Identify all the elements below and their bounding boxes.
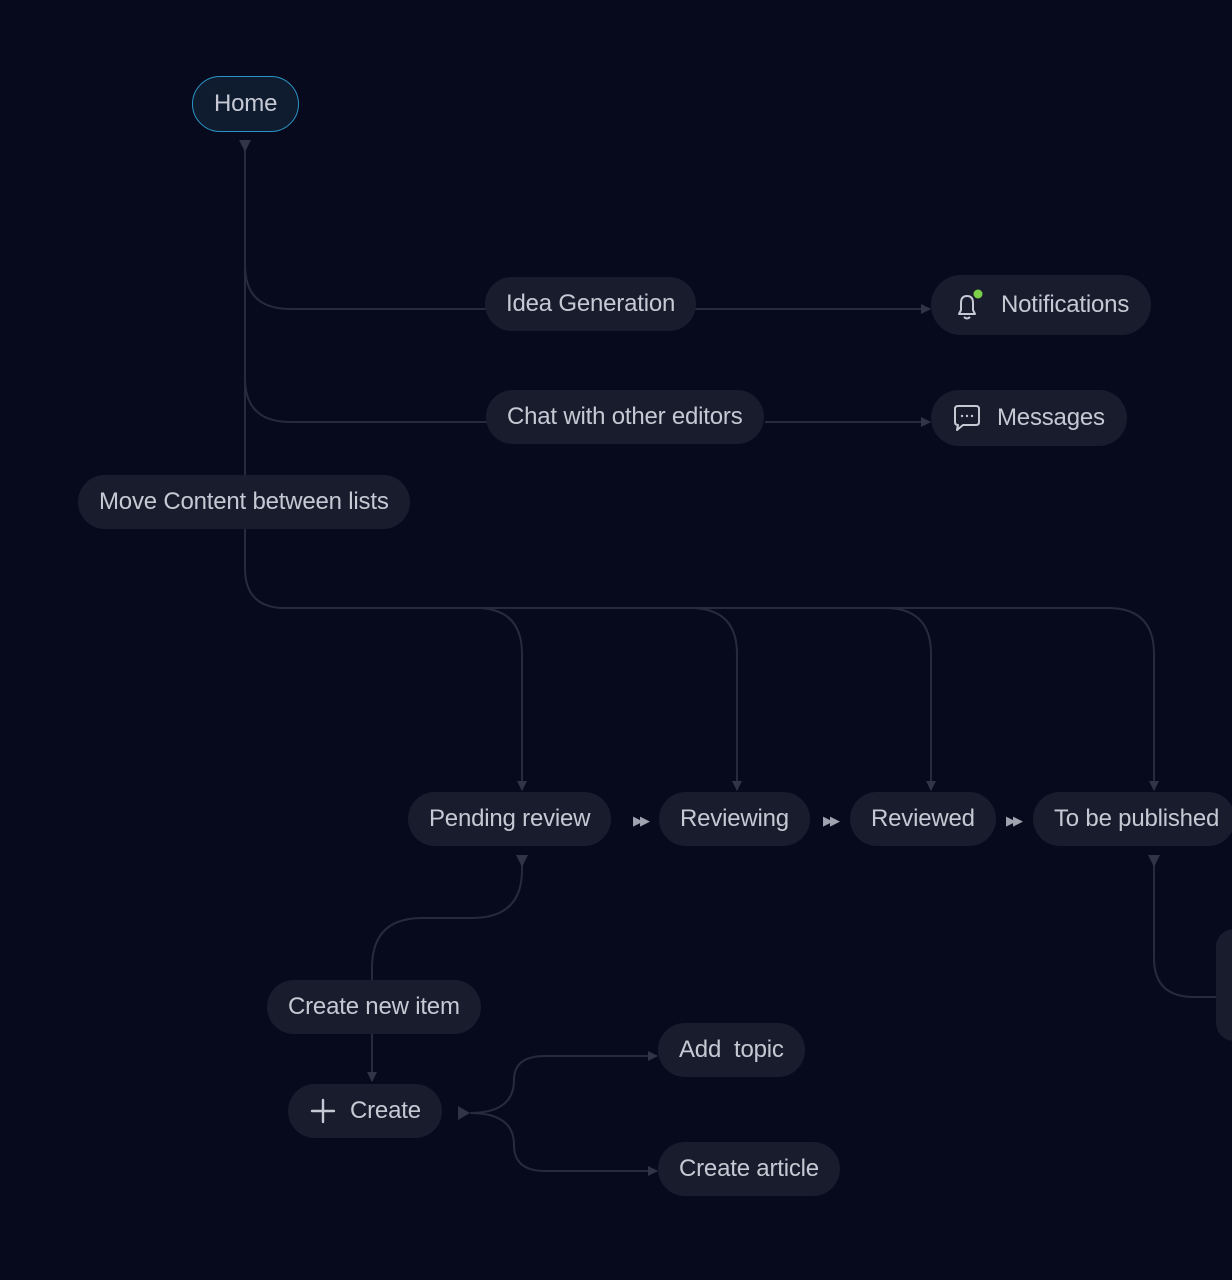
edge-move-reviewing	[689, 607, 742, 791]
edge-pending-start-arrow	[516, 855, 528, 867]
edge-create-start-arrow	[458, 1106, 470, 1120]
fast-forward-icon: ▶▶	[633, 813, 650, 828]
edge-move-reviewed	[884, 607, 936, 791]
edge-published-next	[1153, 855, 1218, 998]
move-content-label: Move Content between lists	[99, 488, 389, 515]
pending-review-label: Pending review	[429, 805, 591, 832]
idea-generation-node[interactable]: Idea Generation	[485, 277, 697, 331]
notifications-label: Notifications	[1001, 291, 1130, 318]
plus-icon	[310, 1098, 336, 1124]
create-new-item-node[interactable]: Create new item	[267, 980, 481, 1034]
move-content-node[interactable]: Move Content between lists	[78, 475, 410, 529]
edge-home-chat	[244, 377, 488, 423]
to-be-published-label: To be published	[1054, 805, 1220, 832]
edge-pending-create-item	[371, 855, 523, 980]
create-new-item-label: Create new item	[288, 993, 460, 1020]
fast-forward-icon: ▶▶	[823, 813, 840, 828]
reviewed-node[interactable]: Reviewed	[850, 792, 996, 846]
pending-review-node[interactable]: Pending review	[408, 792, 612, 846]
notifications-node[interactable]: Notifications	[931, 275, 1152, 335]
add-topic-label: Add topic	[679, 1036, 784, 1063]
create-article-node[interactable]: Create article	[658, 1142, 840, 1196]
add-topic-node[interactable]: Add topic	[658, 1023, 805, 1077]
reviewing-node[interactable]: Reviewing	[659, 792, 810, 846]
chat-bubble-icon	[951, 403, 983, 433]
create-article-label: Create article	[679, 1155, 819, 1182]
edge-move-pending	[475, 607, 527, 791]
messages-node[interactable]: Messages	[931, 390, 1127, 446]
fast-forward-icon: ▶▶	[1006, 813, 1023, 828]
chat-label: Chat with other editors	[507, 403, 743, 430]
bell-icon	[951, 288, 987, 322]
edge-move-published	[1107, 607, 1159, 791]
edge-published-start-arrow	[1148, 855, 1160, 867]
messages-label: Messages	[997, 404, 1105, 431]
reviewing-label: Reviewing	[680, 805, 789, 832]
edge-move-trunk	[244, 529, 1110, 609]
to-be-published-node[interactable]: To be published	[1033, 792, 1232, 846]
edge-home-start-arrow	[239, 140, 251, 152]
chat-node[interactable]: Chat with other editors	[486, 390, 764, 444]
offscreen-node[interactable]	[1216, 929, 1232, 1041]
create-label: Create	[350, 1097, 421, 1124]
edge-home-idea	[244, 264, 487, 310]
create-button[interactable]: Create	[288, 1084, 442, 1138]
edge-create-add-topic	[469, 1051, 658, 1114]
home-label: Home	[214, 90, 278, 117]
edge-create-article	[469, 1112, 658, 1176]
idea-generation-label: Idea Generation	[506, 290, 676, 317]
home-node[interactable]: Home	[192, 76, 300, 132]
reviewed-label: Reviewed	[871, 805, 975, 832]
